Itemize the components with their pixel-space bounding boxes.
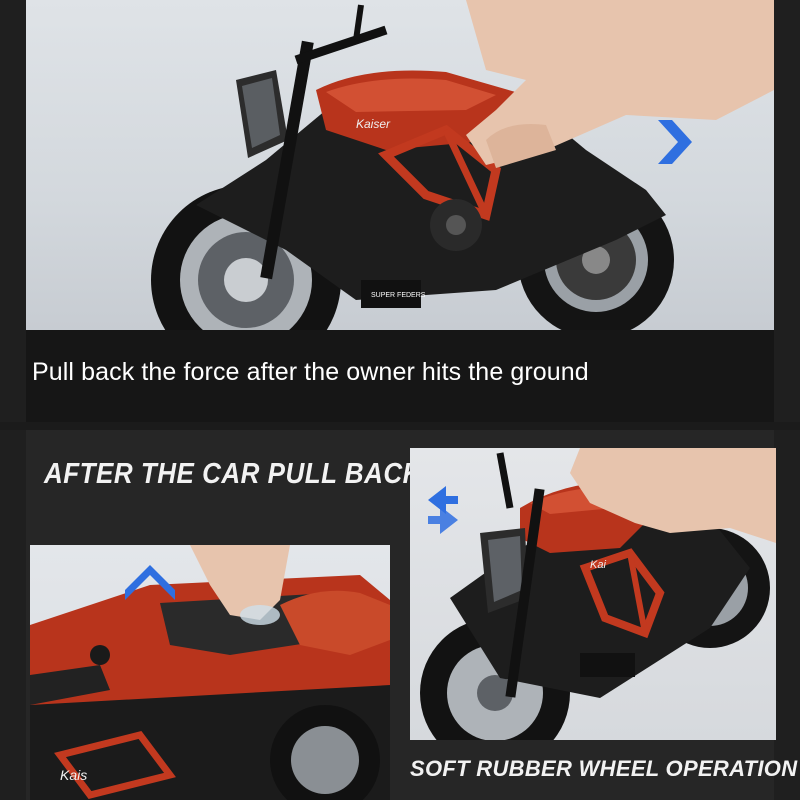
top-motorcycle-photo: Kaiser SUPER FEDERS — [26, 0, 774, 330]
caption-bar — [26, 330, 774, 422]
heading-pull-back: AFTER THE CAR PULL BACK IN — [44, 456, 457, 490]
caption-text: Pull back the force after the owner hits… — [32, 358, 589, 386]
svg-text:SUPER FEDERS: SUPER FEDERS — [371, 292, 426, 299]
section-divider — [0, 422, 800, 430]
bottom-right-photo: Kai — [410, 448, 776, 740]
bottom-left-photo: Kais — [30, 545, 390, 800]
brand-logo-right: Kai — [590, 559, 606, 571]
right-border — [774, 0, 800, 800]
heading-soft-rubber: SOFT RUBBER WHEEL OPERATION — [410, 756, 798, 781]
brand-logo-top: Kaiser — [356, 117, 391, 131]
brand-logo-left: Kais — [60, 767, 87, 783]
left-border — [0, 0, 26, 800]
